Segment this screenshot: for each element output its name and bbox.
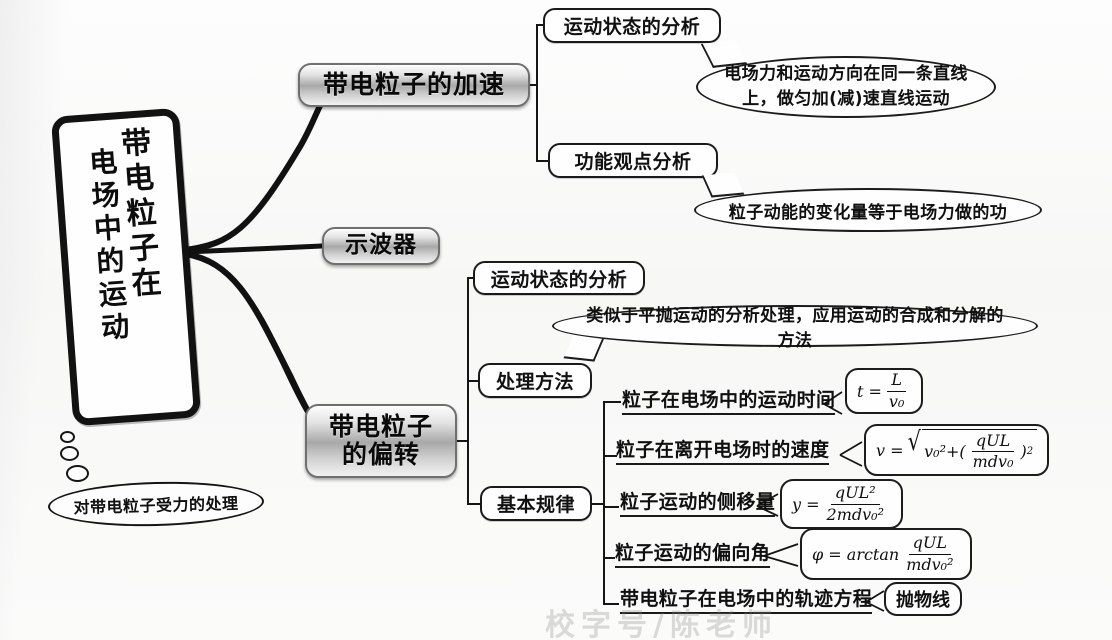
formula-text-trajectory: 抛物线 [896, 590, 950, 611]
leaf-item-trajectory-equation[interactable]: 带电粒子在电场中的轨迹方程 [620, 584, 873, 614]
leaf-item-exit-speed[interactable]: 粒子在离开电场时的速度 [616, 435, 830, 465]
leaf-item-lateral-shift[interactable]: 粒子运动的侧移量 [620, 487, 776, 517]
formula-box-exit-speed: v = √ v₀²+( qUL mdv₀ ) 2 [864, 424, 1050, 476]
subnode-basic-laws[interactable]: 基本规律 [480, 486, 592, 521]
formula-exponent-speed: 2 [1026, 446, 1034, 457]
formula-box-trajectory: 抛物线 [884, 582, 962, 616]
callout-tail-work-energy [701, 172, 745, 198]
subnode-label-work-energy: 功能观点分析 [574, 151, 692, 173]
formula-fraction-shift: qUL² 2mdv₀² [823, 483, 888, 524]
formula-fraction-speed: qUL mdv₀ [969, 431, 1018, 472]
branch-label-oscilloscope: 示波器 [345, 232, 417, 259]
formula-numerator-angle: qUL [908, 533, 952, 555]
subnode-motion-state-acceleration[interactable]: 运动状态的分析 [543, 8, 721, 43]
branch-node-acceleration[interactable]: 带电粒子的加速 [298, 63, 530, 107]
formula-lhs-shift: y = [792, 494, 820, 514]
formula-lhs-time: t = [857, 381, 882, 401]
subnode-label-method: 处理方法 [495, 371, 574, 393]
callout-work-energy: 粒子动能的变化量等于电场力做的功 [694, 188, 1042, 232]
branch-node-oscilloscope[interactable]: 示波器 [322, 227, 440, 265]
leaf-item-time[interactable]: 粒子在电场中的运动时间 [622, 385, 836, 415]
branch-node-deflection[interactable]: 带电粒子的偏转 [305, 404, 457, 478]
leaf-label-trajectory-equation: 带电粒子在电场中的轨迹方程 [620, 588, 873, 610]
formula-radicand-lead: v₀²+( [924, 442, 966, 461]
formula-radicand-speed: v₀²+( qUL mdv₀ ) 2 [922, 428, 1038, 472]
callout-text-method: 类似于平抛运动的分析处理，应用运动的合成和分解的方法 [586, 306, 1004, 351]
formula-denominator-time: v₀ [888, 391, 905, 411]
central-topic-node[interactable]: 带电粒子在 电场中的运动 [50, 107, 202, 427]
note-bubble-label: 对带电粒子受力的处理 [73, 493, 239, 518]
leaf-label-time: 粒子在电场中的运动时间 [622, 389, 836, 411]
subnode-work-energy[interactable]: 功能观点分析 [548, 143, 718, 178]
formula-sqrt-speed: √ v₀²+( qUL mdv₀ ) 2 [906, 426, 1038, 472]
subnode-label-basic-laws: 基本规律 [496, 494, 575, 516]
formula-box-time: t = L v₀ [845, 368, 924, 414]
subnode-label-motion-state-1: 运动状态的分析 [563, 16, 701, 38]
subnode-motion-state-deflection[interactable]: 运动状态的分析 [473, 261, 645, 295]
leaf-label-deflection-angle: 粒子运动的偏向角 [615, 542, 771, 564]
formula-box-lateral-shift: y = qUL² 2mdv₀² [780, 479, 903, 529]
formula-denominator-shift: 2mdv₀² [826, 504, 884, 524]
subnode-label-motion-state-2: 运动状态的分析 [490, 268, 628, 291]
branch-label-acceleration: 带电粒子的加速 [322, 70, 505, 99]
formula-fraction-time: L v₀ [885, 370, 908, 411]
thought-dot-medium [60, 446, 79, 461]
watermark-text: 校字号/陈老师 [545, 608, 778, 640]
formula-denominator-angle: mdv₀² [906, 554, 954, 574]
thought-dot-large [66, 465, 89, 482]
branch-label-deflection: 带电粒子的偏转 [328, 412, 433, 469]
callout-method: 类似于平抛运动的分析处理，应用运动的合成和分解的方法 [552, 305, 1038, 351]
formula-fraction-angle: qUL mdv₀² [902, 533, 957, 574]
thought-dot-small [60, 431, 75, 443]
callout-acceleration-motion-state: 电场力和运动方向在同一条直线上，做匀加(减)速直线运动 [696, 56, 996, 118]
callout-text-work-energy: 粒子动能的变化量等于电场力做的功 [728, 202, 1008, 223]
formula-numerator-shift: qUL² [830, 483, 880, 505]
formula-lhs-angle: φ = arctan [812, 544, 900, 564]
formula-close-paren-speed: ) [1020, 442, 1027, 461]
formula-numerator-speed: qUL [971, 431, 1015, 452]
formula-denominator-speed: mdv₀ [972, 452, 1014, 471]
formula-box-deflection-angle: φ = arctan qUL mdv₀² [800, 528, 973, 580]
note-bubble[interactable]: 对带电粒子受力的处理 [47, 479, 265, 529]
leaf-label-lateral-shift: 粒子运动的侧移量 [620, 491, 776, 513]
callout-text-acceleration-motion: 电场力和运动方向在同一条直线上，做匀加(减)速直线运动 [724, 63, 968, 110]
formula-numerator-time: L [887, 370, 906, 392]
formula-lhs-speed: v = [876, 440, 904, 460]
subnode-method[interactable]: 处理方法 [478, 363, 592, 398]
leaf-item-deflection-angle[interactable]: 粒子运动的偏向角 [615, 538, 771, 568]
leaf-label-exit-speed: 粒子在离开电场时的速度 [616, 439, 830, 461]
radical-sign-icon: √ [907, 426, 921, 457]
